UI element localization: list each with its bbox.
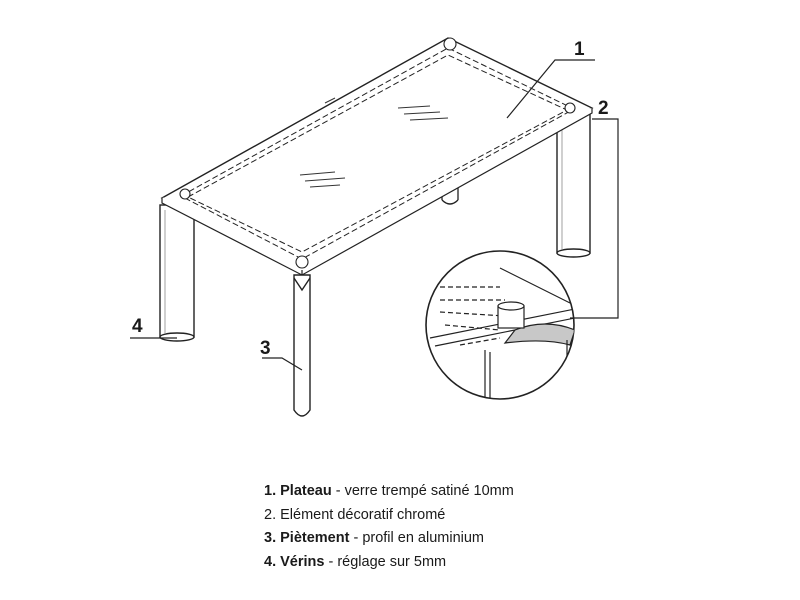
leg-front-left [159, 204, 195, 342]
legend-sep: - [324, 553, 338, 570]
legend-title: 4. Vérins [264, 553, 325, 570]
legend-item-plateau: 1. Plateau - verre trempé satiné 10mm [264, 480, 684, 504]
leg-front-right [293, 274, 311, 417]
legend-item-verins: 4. Vérins - réglage sur 5mm [264, 551, 684, 575]
legend-title: 2. Elément décoratif chromé [264, 506, 446, 523]
legend-item-pietement: 3. Piètement - profil en aluminium [264, 527, 684, 551]
legend-desc: profil en aluminium [362, 530, 485, 546]
callout-4: 4 [132, 316, 143, 337]
legend-sep: - [331, 483, 345, 499]
legend-title: 1. Plateau [264, 483, 332, 499]
zoom-detail [425, 250, 575, 400]
legend-title: 3. Piètement [264, 530, 350, 546]
leader-lines [130, 59, 619, 371]
legend: 1. Plateau - verre trempé satiné 10mm 2.… [264, 480, 684, 574]
glass-top [160, 37, 594, 276]
legend-desc: verre trempé satiné 10mm [344, 483, 514, 499]
callout-3: 3 [260, 338, 271, 359]
callout-2: 2 [598, 98, 609, 119]
callout-1: 1 [574, 39, 585, 60]
legend-item-element-decoratif: 2. Elément décoratif chromé [264, 504, 684, 528]
legend-sep: - [349, 530, 363, 546]
leg-back-right [556, 112, 591, 258]
legend-desc: réglage sur 5mm [337, 553, 447, 570]
